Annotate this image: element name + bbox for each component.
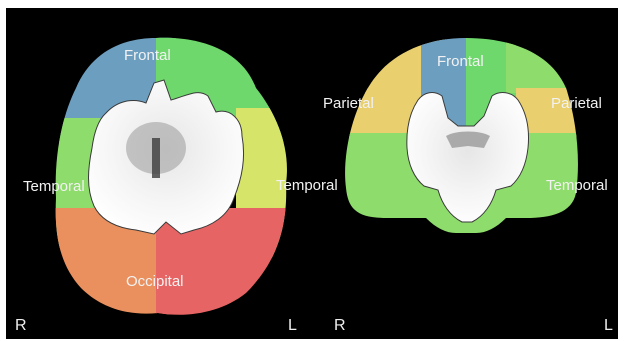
axial-temporal-label: Temporal xyxy=(23,179,85,194)
brain-image-panel: Frontal Temporal Occipital Frontal Parie… xyxy=(6,8,618,339)
axial-frontal-label: Frontal xyxy=(124,48,171,63)
coronal-parietal-right-label: Parietal xyxy=(323,96,374,111)
axial-midline xyxy=(152,138,160,178)
coronal-frontal-label: Frontal xyxy=(437,54,484,69)
coronal-ventricles xyxy=(446,132,490,149)
coronal-right-marker: R xyxy=(334,318,346,334)
coronal-temporal-left-label: Temporal xyxy=(546,178,608,193)
axial-occipital-label: Occipital xyxy=(126,274,184,289)
coronal-temporal-right-label: Temporal xyxy=(276,178,338,193)
coronal-parietal-left-top xyxy=(506,33,586,93)
coronal-left-marker: L xyxy=(604,318,613,334)
coronal-parietal-left-label: Parietal xyxy=(551,96,602,111)
axial-left-marker: L xyxy=(288,318,297,334)
brain-atlas-illustration xyxy=(6,8,618,339)
axial-right-marker: R xyxy=(15,318,27,334)
